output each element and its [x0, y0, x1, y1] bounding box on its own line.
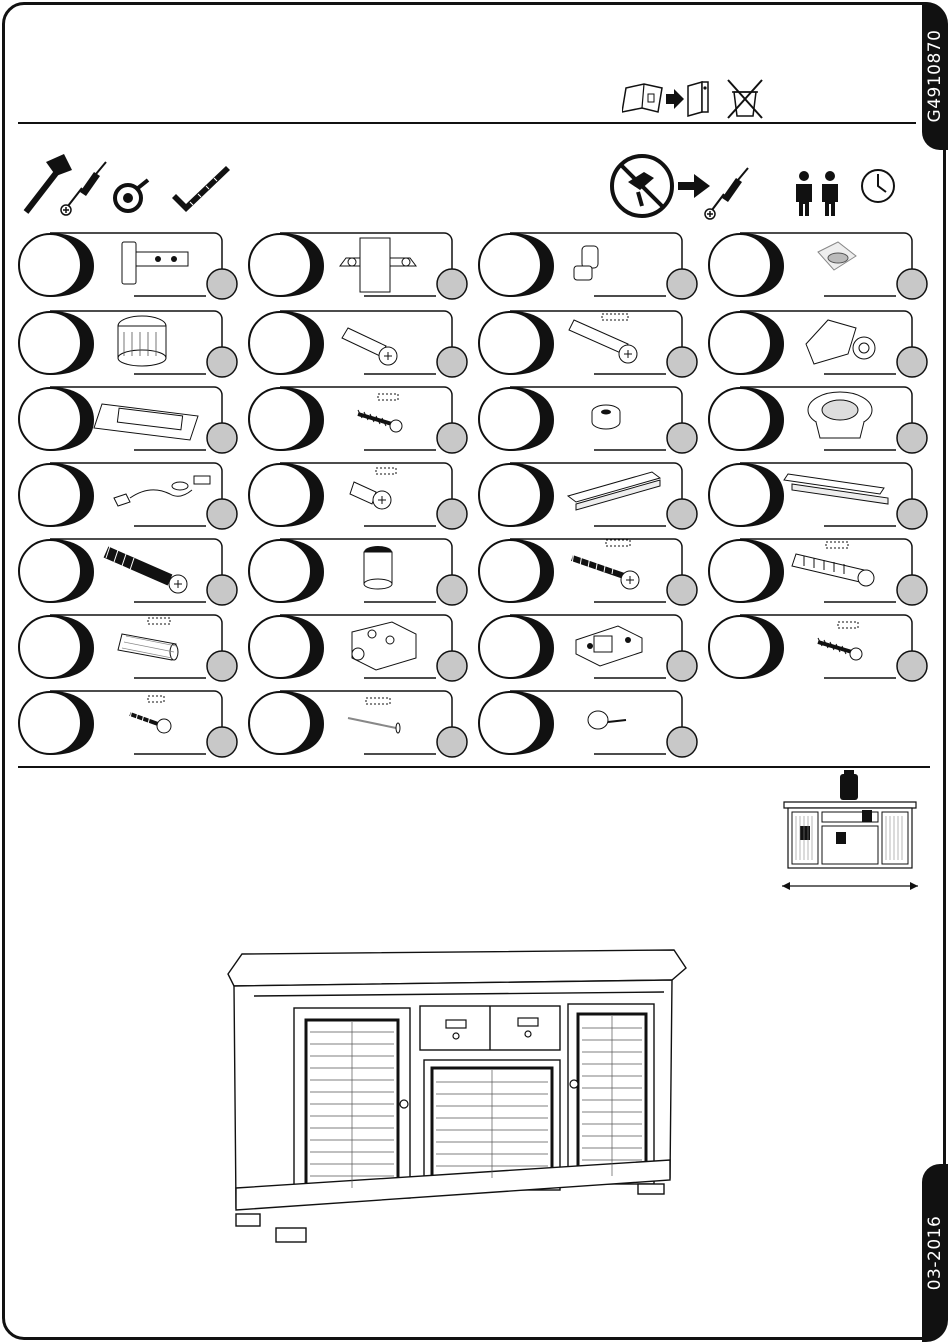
connector-bolt-icon [18, 538, 240, 604]
two-persons-icon [796, 171, 838, 216]
long-cam-bolt-icon [478, 310, 700, 376]
round-cup-fitting-icon [708, 386, 930, 452]
cam-dowel-icon [248, 310, 470, 376]
hinge-mounting-plate-icon [248, 232, 470, 298]
concealed-hinge-icon [18, 232, 240, 298]
sideboard-illustration [224, 948, 690, 1250]
no-power-drill-icon [612, 156, 672, 216]
wooden-dowel-icon [18, 614, 240, 680]
parts-divider [18, 766, 930, 768]
date-code-tab: 03-2016 [922, 1164, 948, 1342]
document-code-tab: G4910870 [922, 2, 948, 150]
adhesive-felt-pad-icon [708, 232, 930, 298]
spacer-washer-icon [478, 386, 700, 452]
weight-load-diagram-icon [778, 770, 924, 894]
hammer-icon [26, 154, 72, 212]
drawer-runner-long-icon [708, 462, 930, 528]
small-cam-lock-icon [248, 538, 470, 604]
long-screw-icon [478, 538, 700, 604]
shelf-bracket-icon [478, 614, 700, 680]
wood-screw-icon [708, 614, 930, 680]
shelf-support-pin-icon [478, 232, 700, 298]
corner-connector-icon [708, 310, 930, 376]
upholstery-tack-icon [478, 690, 700, 756]
phillips-screwdriver-icon [705, 168, 748, 219]
tape-measure-icon [115, 180, 148, 211]
cable-with-plug-icon [18, 462, 240, 528]
nail-icon [248, 690, 470, 756]
arrow-icon [678, 174, 710, 198]
header-divider [18, 122, 916, 124]
square-ruler-icon [172, 166, 230, 212]
document-code: G4910870 [925, 30, 945, 123]
plastic-connector-block-icon [248, 614, 470, 680]
clock-icon [862, 170, 894, 202]
drawer-runner-short-icon [478, 462, 700, 528]
short-screw-icon [18, 690, 240, 756]
tools-row [20, 152, 232, 220]
wood-screw-icon [248, 386, 470, 452]
short-cam-dowel-icon [248, 462, 470, 528]
booklet-to-binder-icon [622, 78, 774, 120]
right-icons-row [608, 152, 898, 222]
do-not-discard-icon [728, 80, 762, 118]
cam-lock-icon [18, 310, 240, 376]
label-holder-handle-icon [18, 386, 240, 452]
date-code: 03-2016 [925, 1216, 945, 1291]
wall-plug-icon [708, 538, 930, 604]
